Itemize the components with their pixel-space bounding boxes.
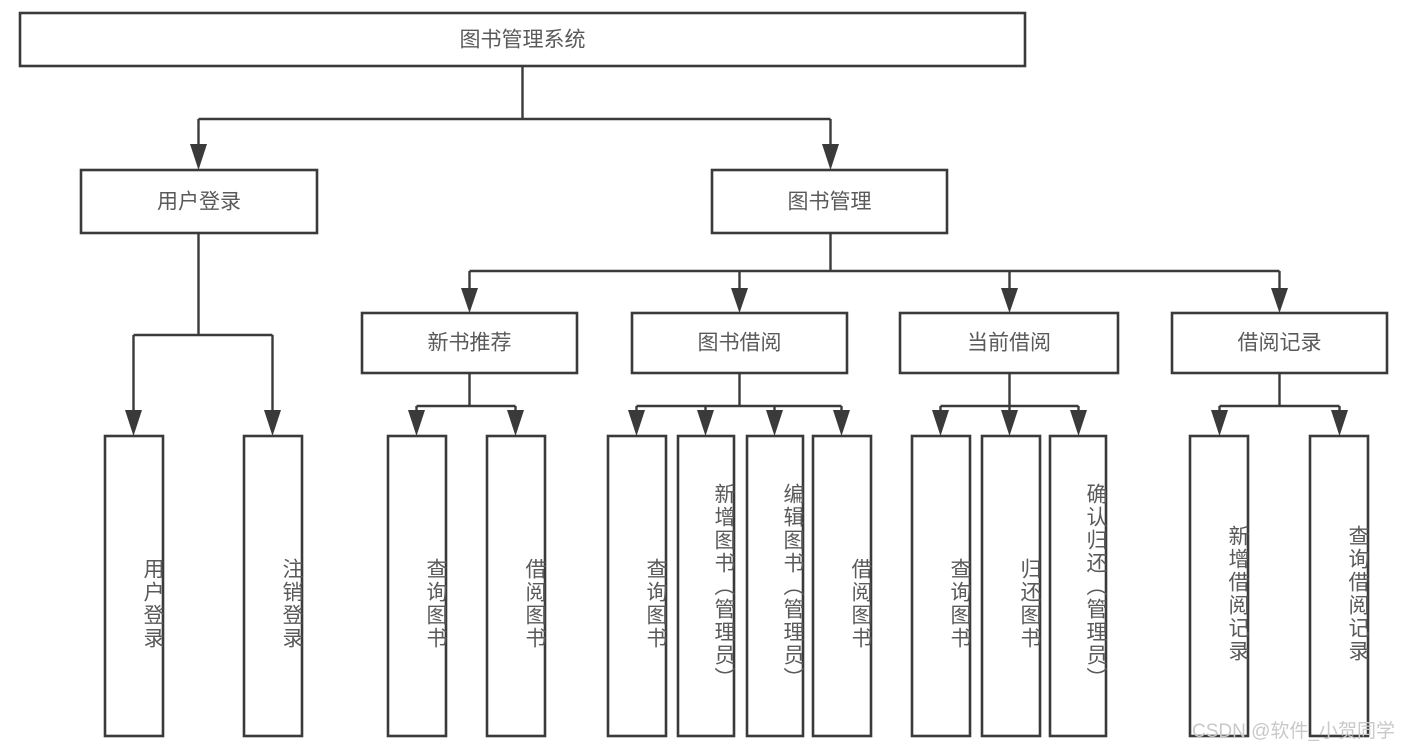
arrow-head-to-new-book-rec	[461, 288, 478, 313]
leaf-box-11[interactable]	[1188, 434, 1250, 738]
arrow-head-record-leaf-1	[1211, 410, 1228, 436]
arrow-head-current-leaf-3	[1070, 410, 1087, 436]
leaf-box-3[interactable]	[485, 434, 547, 738]
leaf-box-12[interactable]	[1308, 434, 1370, 738]
node-current-borrow-box[interactable]	[898, 311, 1120, 375]
arrow-head-borrow-leaf-4	[833, 410, 850, 436]
leaf-box-6[interactable]	[745, 434, 805, 738]
node-root-box[interactable]	[18, 11, 1027, 68]
leaf-box-1[interactable]	[242, 434, 304, 738]
arrow-head-current-leaf-2	[1001, 410, 1018, 436]
arrow-head-newbook-leaf-2	[507, 410, 524, 436]
node-user-login-box[interactable]	[79, 168, 319, 235]
node-book-mgmt-box[interactable]	[710, 168, 949, 235]
arrow-head-borrow-leaf-2	[697, 410, 714, 436]
leaf-box-2[interactable]	[386, 434, 448, 738]
arrow-head-to-book-borrow	[731, 288, 748, 313]
node-user-login-label: 用户登录	[157, 191, 241, 214]
leaf-box-5[interactable]	[676, 434, 736, 738]
arrow-head-to-user-login	[190, 144, 207, 170]
arrow-head-to-borrow-record	[1271, 288, 1288, 313]
node-new-book-rec-box[interactable]	[360, 311, 579, 375]
node-new-book-rec-label: 新书推荐	[428, 332, 512, 355]
arrow-head-record-leaf-2	[1331, 410, 1348, 436]
leaf-box-4[interactable]	[606, 434, 668, 738]
leaf-box-7[interactable]	[811, 434, 873, 738]
connector-layer	[125, 66, 1348, 436]
node-book-borrow-box[interactable]	[630, 311, 849, 375]
leaf-box-9[interactable]	[980, 434, 1042, 738]
node-book-mgmt-label: 图书管理	[788, 191, 872, 214]
arrow-head-current-leaf-1	[932, 410, 949, 436]
arrow-head-to-current-borrow	[1001, 288, 1018, 313]
arrow-head-user-leaf-1	[125, 410, 142, 436]
node-borrow-record-box[interactable]	[1170, 311, 1389, 375]
leaf-box-10[interactable]	[1048, 434, 1108, 738]
arrow-head-borrow-leaf-3	[766, 410, 783, 436]
leaf-box-0[interactable]	[103, 434, 165, 738]
node-borrow-record-label: 借阅记录	[1238, 332, 1322, 355]
arrow-head-newbook-leaf-1	[408, 410, 425, 436]
csdn-watermark: CSDN @软件_小贺同学	[1192, 721, 1395, 742]
node-current-borrow-label: 当前借阅	[967, 332, 1051, 355]
node-root-label: 图书管理系统	[460, 29, 586, 52]
node-book-borrow-label: 图书借阅	[698, 332, 782, 355]
arrow-head-user-leaf-2	[264, 410, 281, 436]
arrow-head-to-book-mgmt	[822, 144, 839, 170]
node-layer: 图书管理系统 用户登录 图书管理 新书推荐 图书借阅 当前借阅 借阅记录	[18, 11, 1389, 738]
arrow-head-borrow-leaf-1	[628, 410, 645, 436]
leaf-box-8[interactable]	[910, 434, 972, 738]
